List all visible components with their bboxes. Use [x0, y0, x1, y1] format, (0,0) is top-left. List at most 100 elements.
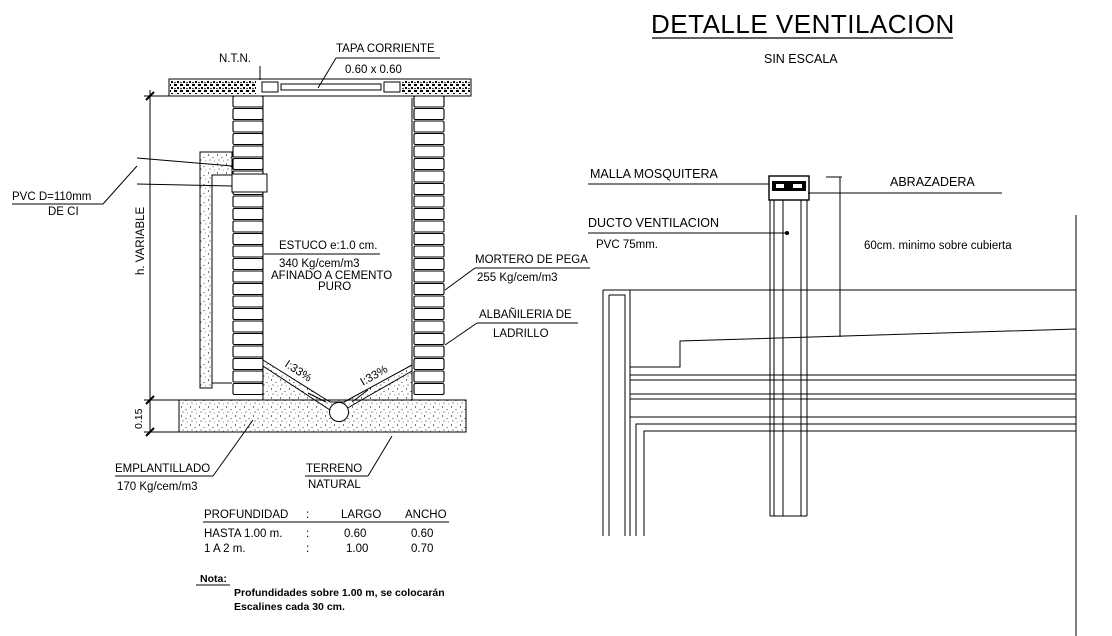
brick [232, 207, 264, 221]
dim-slash-mid [145, 395, 155, 405]
dim-slash-bottom [145, 427, 155, 437]
brick [232, 245, 264, 258]
cover-size: 0.60 x 0.60 [345, 64, 402, 76]
brick [232, 220, 264, 233]
brick [413, 332, 445, 346]
masonry-label-line1: ALBAÑILERIA DE [479, 308, 572, 321]
brick [413, 257, 445, 271]
brick [413, 232, 445, 246]
pvc-label-line1: PVC D=110mm [12, 191, 91, 203]
ground-label-line2: NATURAL [308, 479, 361, 491]
scale-note: SIN ESCALA [764, 52, 838, 66]
brick [413, 120, 445, 133]
pvc-label-line2: DE CI [48, 206, 79, 218]
duct-size-label: PVC 75mm. [596, 239, 658, 251]
mortar-label-line1: MORTERO DE PEGA [475, 254, 588, 266]
note-line2: Escalines cada 30 cm. [234, 601, 345, 613]
table-row2-length: 1.00 [346, 543, 368, 555]
ground-label-line1: TERRENO [306, 463, 362, 475]
roof-slope-line [630, 328, 1077, 368]
manhole-section: h. VARIABLE 0.15 N.T.N. TAPA CORRIENTE 0… [12, 43, 590, 493]
title-block: DETALLE VENTILACION SIN ESCALA [651, 9, 955, 66]
mortar-label-line2: 255 Kg/cem/m3 [477, 272, 558, 284]
table-header-width: ANCHO [405, 509, 447, 521]
mortar-leader [444, 267, 476, 291]
brick [232, 145, 264, 158]
slope-line-left [262, 365, 331, 411]
brick [232, 282, 264, 296]
slab-hatch-left [170, 81, 256, 94]
table-row2-sep: : [306, 543, 309, 555]
cover-lid [280, 83, 382, 91]
slope-arrow-left [307, 392, 327, 403]
table-header-length: LARGO [341, 509, 381, 521]
brick [413, 145, 445, 158]
pvc-branch-pipe [211, 186, 232, 384]
masonry-label-line2: LADRILLO [493, 328, 549, 340]
brick [413, 220, 445, 233]
brick [413, 170, 445, 183]
brick [232, 157, 264, 171]
beam-line-inner [643, 430, 1076, 536]
stucco-label-line3: AFINADO A CEMENTO [271, 270, 392, 282]
brick [413, 282, 445, 296]
channel-pipe [329, 402, 349, 422]
base-label-line2: 170 Kg/cem/m3 [117, 481, 198, 493]
table-header-depth: PROFUNDIDAD [204, 509, 288, 521]
masonry-leader [444, 322, 478, 346]
dim-slash-top [145, 91, 155, 101]
brick [232, 232, 264, 246]
pvc-pipe-stub [231, 173, 268, 193]
mesh-gap-left [776, 184, 784, 188]
brick [413, 207, 445, 221]
detail-title: DETALLE VENTILACION [651, 9, 955, 39]
brick [413, 182, 445, 196]
base-dimension-label: 0.15 [133, 408, 145, 429]
brick [232, 107, 264, 121]
pvc-pipe-line-bottom [136, 183, 233, 187]
parapet-detail [608, 294, 626, 536]
pvc-leader [102, 165, 138, 205]
cover-label: TAPA CORRIENTE [336, 43, 435, 55]
table-row1-depth: HASTA 1.00 m. [204, 528, 282, 540]
stucco-label-line2: 340 Kg/cem/m3 [279, 258, 360, 270]
note-label: Nota: [200, 573, 227, 585]
brick [232, 132, 264, 146]
brick [232, 257, 264, 271]
brick [413, 382, 445, 396]
sloped-bottom [262, 359, 413, 403]
ventilation-section: MALLA MOSQUITERA ABRAZADERA DUCTO VENTIL… [588, 167, 1077, 636]
mosquito-mesh [772, 181, 806, 191]
duct-label: DUCTO VENTILACION [588, 216, 719, 230]
brick [413, 357, 445, 371]
base-label-line1: EMPLANTILLADO [115, 463, 210, 475]
cover-frame-right [383, 81, 401, 93]
table-row2-depth: 1 A 2 m. [204, 543, 246, 555]
brick [232, 120, 264, 133]
pvc-branch-fill [199, 151, 233, 389]
table-row1-length: 0.60 [344, 528, 366, 540]
cover-frame-left [261, 81, 279, 93]
base-leader [212, 419, 254, 477]
beam-line-outer [635, 423, 1076, 536]
brick [232, 270, 264, 283]
cover-leader [317, 57, 337, 89]
brick [413, 132, 445, 146]
height-label: h. VARIABLE [135, 206, 147, 275]
brick [413, 345, 445, 358]
brick [232, 345, 264, 358]
mesh-label: MALLA MOSQUITERA [590, 167, 718, 181]
brick [413, 245, 445, 258]
brick [232, 320, 264, 333]
brick [413, 270, 445, 283]
stucco-label-line1: ESTUCO e:1.0 cm. [279, 240, 377, 252]
brick [232, 370, 264, 383]
table-row1-width: 0.60 [411, 528, 433, 540]
slab-hatch-right [402, 81, 470, 94]
mesh-gap-right [793, 184, 802, 188]
duct-marker-dot [785, 231, 789, 235]
base-slab [178, 399, 467, 433]
brick-wall-right [413, 95, 445, 396]
stucco-label-line4: PURO [318, 281, 351, 293]
